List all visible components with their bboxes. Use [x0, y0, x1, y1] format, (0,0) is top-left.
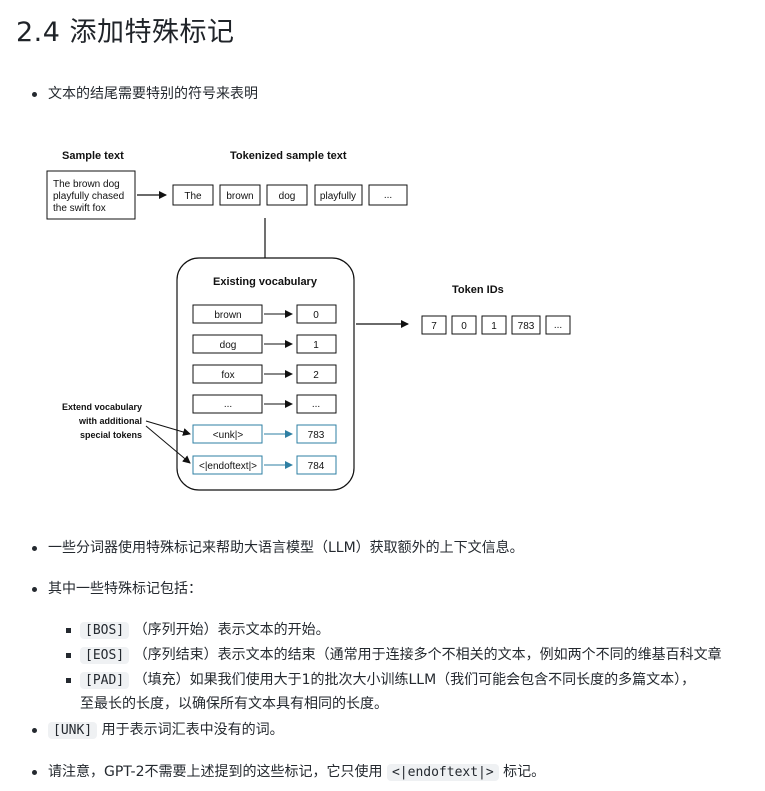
token-label: ... [384, 190, 392, 201]
token-ids-label: Token IDs [452, 284, 504, 296]
special-token-id-box [296, 455, 337, 475]
token-label: The [184, 191, 202, 202]
token-label: playfully [320, 191, 356, 202]
vocab-word: fox [221, 370, 234, 381]
vocab-word-box [192, 364, 263, 384]
square-bullet [66, 678, 71, 683]
token-id-box [481, 315, 507, 335]
note-code: <|endoftext|> [386, 764, 499, 781]
bos-item: [BOS] （序列开始）表示文本的开始。 [80, 620, 330, 641]
special-token-box [192, 424, 263, 444]
vocab-id: 1 [313, 340, 319, 351]
token-id: 0 [461, 321, 467, 332]
page-title: 2.4 添加特殊标记 [16, 17, 235, 48]
vocab-word-box [192, 334, 263, 354]
vocab-id-box [296, 304, 337, 324]
token-box [172, 184, 214, 206]
square-bullet [66, 653, 71, 658]
bullet-dot [32, 546, 37, 551]
sample-text-label: Sample text [62, 150, 124, 162]
special-token-word: <unk|> [213, 430, 244, 441]
includes-text: 其中一些特殊标记包括： [48, 581, 202, 597]
token-id-box [511, 315, 541, 335]
sample-text-line: The brown dog [53, 179, 120, 190]
token-label: brown [226, 191, 253, 202]
pad-item: [PAD] （填充）如果我们使用大于1的批次大小训练LLM（我们可能会包含不同长… [80, 670, 695, 691]
note-suffix: 标记。 [503, 764, 546, 780]
bullet-dot [32, 92, 37, 97]
bullet-dot [32, 770, 37, 775]
token-id-box [451, 315, 477, 335]
bullet-dot [32, 587, 37, 592]
eos-text: （序列结束）表示文本的结束（通常用于连接多个不相关的文本，例如两个不同的维基百科… [133, 647, 722, 663]
vocab-id-box [296, 364, 337, 384]
token-id: 7 [431, 321, 437, 332]
token-label: dog [279, 191, 296, 202]
extend-arrow [145, 420, 191, 436]
extend-label-line: special tokens [80, 430, 142, 440]
token-id: ... [554, 320, 562, 331]
pad-code: [PAD] [80, 672, 130, 689]
vocab-id-box [296, 394, 337, 414]
tokenized-label: Tokenized sample text [230, 150, 347, 162]
token-id-box [545, 315, 571, 335]
token-id: 783 [518, 321, 535, 332]
sample-text-line: the swift fox [53, 203, 106, 214]
token-id-box [421, 315, 447, 335]
vocabulary-title: Existing vocabulary [213, 276, 318, 288]
vocab-word-box [192, 394, 263, 414]
token-id: 1 [491, 321, 497, 332]
token-box [368, 184, 408, 206]
eos-code: [EOS] [80, 647, 130, 664]
vocab-id: 0 [313, 310, 319, 321]
tokenizers-text: 一些分词器使用特殊标记来帮助大语言模型（LLM）获取额外的上下文信息。 [48, 540, 524, 556]
vocab-word: dog [220, 340, 237, 351]
note-item: 请注意，GPT-2不需要上述提到的这些标记，它只使用 <|endoftext|>… [48, 762, 545, 783]
extend-label-line: with additional [78, 416, 142, 426]
unk-text: 用于表示词汇表中没有的词。 [101, 722, 284, 738]
sample-text-box [46, 170, 136, 220]
special-token-id: 783 [308, 430, 325, 441]
intro-text: 文本的结尾需要特别的符号来表明 [48, 86, 258, 102]
tokenization-diagram: Sample text The brown dog playfully chas… [46, 150, 571, 491]
special-token-word: <|endoftext|> [199, 461, 257, 472]
vocab-word: ... [224, 399, 232, 410]
vocab-word-box [192, 304, 263, 324]
vocab-id: 2 [313, 370, 319, 381]
token-box [219, 184, 261, 206]
extend-arrow [145, 425, 191, 464]
special-token-box [192, 455, 263, 475]
note-prefix: 请注意，GPT-2不需要上述提到的这些标记，它只使用 [48, 764, 383, 780]
extend-label-line: Extend vocabulary [62, 402, 142, 412]
token-box [314, 184, 363, 206]
pad-text-continuation: 至最长的长度，以确保所有文本具有相同的长度。 [80, 696, 388, 712]
bos-code: [BOS] [80, 622, 130, 639]
unk-item: [UNK] 用于表示词汇表中没有的词。 [48, 720, 284, 741]
unk-code: [UNK] [48, 722, 98, 739]
sample-text-line: playfully chased [53, 191, 124, 202]
bos-text: （序列开始）表示文本的开始。 [133, 622, 330, 638]
token-box [266, 184, 308, 206]
bullet-dot [32, 728, 37, 733]
special-token-id: 784 [308, 461, 325, 472]
special-token-id-box [296, 424, 337, 444]
vocab-id-box [296, 334, 337, 354]
pad-text: （填充）如果我们使用大于1的批次大小训练LLM（我们可能会包含不同长度的多篇文本… [133, 672, 696, 688]
vocab-id: ... [312, 399, 320, 410]
square-bullet [66, 628, 71, 633]
eos-item: [EOS] （序列结束）表示文本的结束（通常用于连接多个不相关的文本，例如两个不… [80, 645, 722, 666]
vocab-word: brown [214, 310, 241, 321]
